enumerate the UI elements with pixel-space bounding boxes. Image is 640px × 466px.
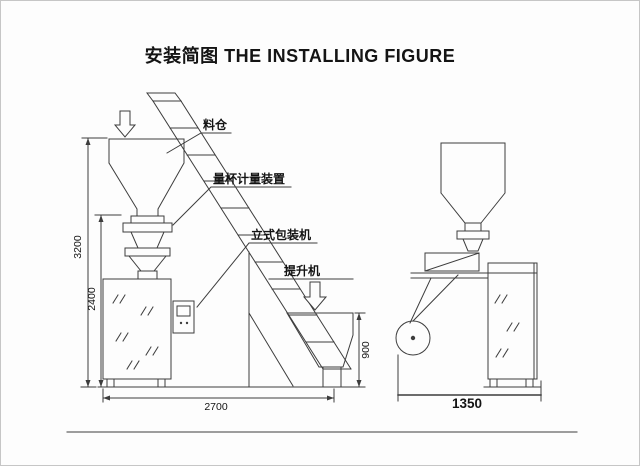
dim-text-3200: 3200: [72, 235, 84, 259]
dim-text-2400: 2400: [86, 287, 98, 311]
leader-hopper: [166, 132, 232, 154]
side-measuring-device: [456, 222, 490, 252]
elevator-head: [146, 92, 182, 102]
control-panel-knob: [185, 321, 189, 325]
measuring-device: [122, 215, 173, 280]
dim-arrow: [327, 395, 334, 401]
elevator-rails: [152, 100, 352, 387]
front-view: [102, 92, 354, 388]
bag-former: [424, 252, 480, 272]
label-vertical-packer: 立式包装机: [251, 227, 311, 242]
machine-legs: [106, 378, 166, 388]
dim-2700-lines: [102, 388, 335, 403]
control-panel-screen: [176, 305, 191, 317]
dim-arrow: [356, 380, 362, 387]
platform: [410, 272, 538, 279]
page-title: 安装简图 THE INSTALLING FIGURE: [145, 45, 456, 66]
control-panel-box: [172, 300, 195, 334]
dim-arrow: [98, 215, 104, 222]
elevator-hopper: [286, 312, 354, 368]
dim-3200-lines: [80, 137, 108, 388]
dim-text-900: 900: [360, 341, 372, 359]
drop-arrow-icon: [302, 281, 328, 311]
side-view: [395, 142, 538, 388]
leader-vertical-packer: [196, 242, 318, 308]
side-machine-legs: [489, 378, 534, 388]
dim-arrow: [85, 380, 91, 387]
control-panel-knob: [179, 321, 183, 325]
control-panel: [172, 300, 195, 334]
film-roll-axle: [410, 335, 416, 341]
side-hopper-outline: [440, 142, 506, 224]
film-roll: [395, 320, 431, 356]
hopper-outline: [108, 138, 185, 217]
dim-2700: [102, 388, 335, 403]
dim-arrow: [85, 138, 91, 145]
side-machine-body: [487, 262, 538, 380]
film-struts: [409, 274, 459, 324]
machine-body: [102, 278, 172, 380]
dim-text-1350: 1350: [452, 396, 482, 411]
dim-2400-lines: [94, 214, 122, 388]
label-measuring-device: 量杯计量装置: [213, 171, 285, 186]
dim-900: [354, 312, 366, 388]
dim-arrow: [98, 380, 104, 387]
dim-arrow: [356, 313, 362, 320]
label-elevator: 提升机: [284, 263, 320, 278]
packet-marks: [112, 294, 159, 370]
dim-text-2700: 2700: [204, 401, 228, 413]
dim-2400: [94, 214, 122, 388]
leader-measuring-device: [172, 186, 292, 226]
elevator-hopper-legs: [322, 366, 342, 387]
dim-1350: [397, 354, 542, 402]
dim-1350-ticks: [397, 354, 542, 402]
label-hopper: 料仓: [203, 117, 228, 132]
feed-arrow-icon: [113, 110, 137, 138]
dim-3200: [80, 137, 108, 388]
side-packet-marks: [494, 294, 520, 358]
dim-900-lines: [354, 312, 366, 388]
dim-arrow: [103, 395, 110, 401]
elevator-truss: [146, 92, 352, 387]
